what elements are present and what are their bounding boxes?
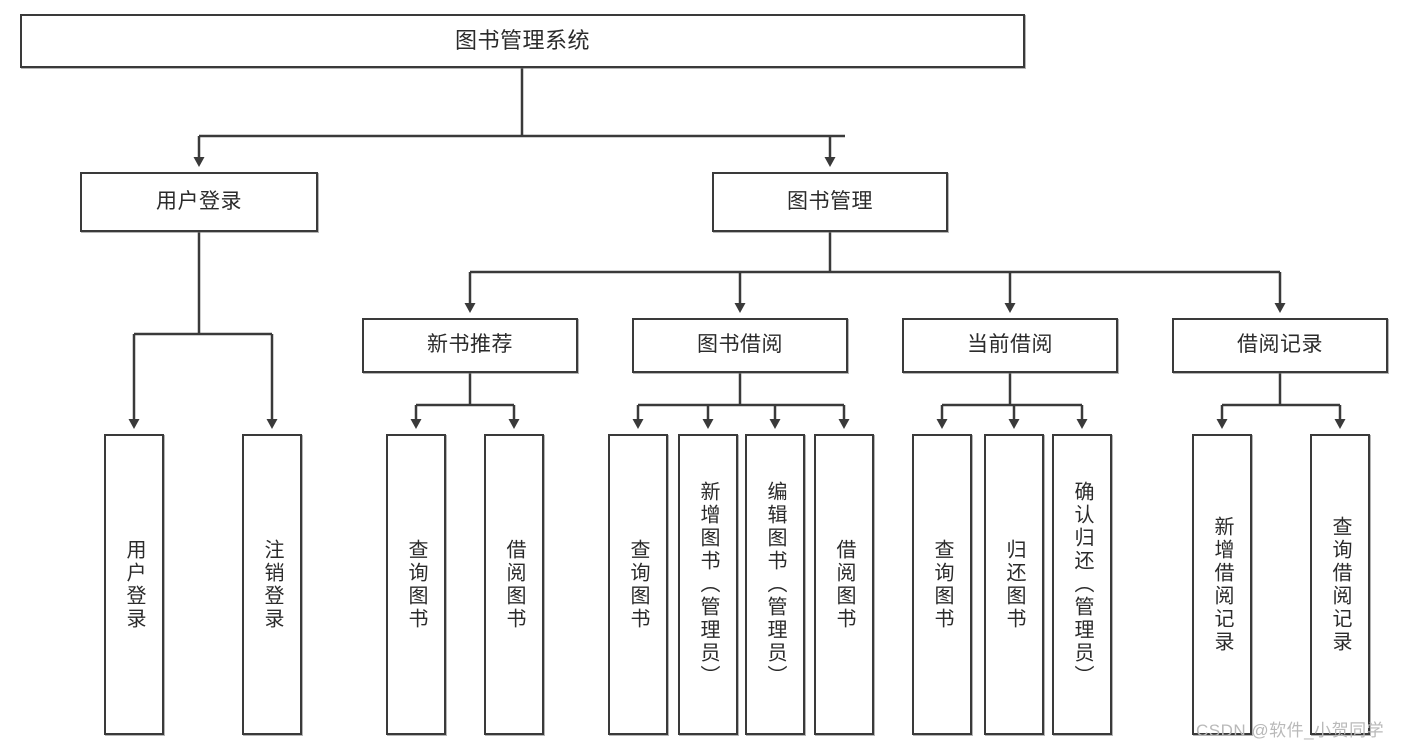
- leaf-node[interactable]: 新增借阅记录: [1192, 434, 1252, 735]
- csdn-watermark: CSDN @软件_小贺同学: [1196, 721, 1385, 740]
- leaf-node-label: 查询图书: [931, 538, 953, 631]
- node-book-borrow-label: 图书借阅: [697, 333, 783, 357]
- node-current-borrow[interactable]: 当前借阅: [902, 318, 1118, 373]
- leaf-node-label: 新增借阅记录: [1211, 515, 1233, 654]
- leaf-node-label: 编辑图书（管理员）: [764, 481, 786, 688]
- node-book-borrow[interactable]: 图书借阅: [632, 318, 848, 373]
- node-book-management[interactable]: 图书管理: [712, 172, 948, 232]
- node-book-management-label: 图书管理: [787, 189, 873, 213]
- leaf-node[interactable]: 查询图书: [912, 434, 972, 735]
- node-borrow-record-label: 借阅记录: [1237, 333, 1323, 357]
- node-user-login[interactable]: 用户登录: [80, 172, 318, 232]
- leaf-node-label: 借阅图书: [503, 538, 525, 631]
- leaf-node-label: 注销登录: [261, 538, 283, 631]
- node-root[interactable]: 图书管理系统: [20, 14, 1025, 68]
- leaf-node-label: 新增图书（管理员）: [697, 481, 719, 688]
- leaf-node-label: 查询图书: [627, 538, 649, 631]
- leaf-node[interactable]: 注销登录: [242, 434, 302, 735]
- leaf-node-label: 查询图书: [405, 538, 427, 631]
- leaf-node[interactable]: 归还图书: [984, 434, 1044, 735]
- leaf-node[interactable]: 查询图书: [608, 434, 668, 735]
- leaf-node[interactable]: 借阅图书: [484, 434, 544, 735]
- leaf-node[interactable]: 确认归还（管理员）: [1052, 434, 1112, 735]
- leaf-node[interactable]: 查询借阅记录: [1310, 434, 1370, 735]
- node-new-book-recommend[interactable]: 新书推荐: [362, 318, 578, 373]
- leaf-node-label: 用户登录: [123, 538, 145, 631]
- leaf-node-label: 借阅图书: [833, 538, 855, 631]
- leaf-node[interactable]: 查询图书: [386, 434, 446, 735]
- leaf-node[interactable]: 借阅图书: [814, 434, 874, 735]
- node-root-label: 图书管理系统: [454, 28, 590, 54]
- leaf-node[interactable]: 编辑图书（管理员）: [745, 434, 805, 735]
- node-user-login-label: 用户登录: [156, 189, 242, 213]
- node-current-borrow-label: 当前借阅: [967, 333, 1053, 357]
- leaf-node[interactable]: 用户登录: [104, 434, 164, 735]
- leaf-node-label: 归还图书: [1003, 538, 1025, 631]
- node-new-book-recommend-label: 新书推荐: [427, 333, 513, 357]
- leaf-node-label: 确认归还（管理员）: [1071, 481, 1093, 688]
- node-borrow-record[interactable]: 借阅记录: [1172, 318, 1388, 373]
- leaf-node[interactable]: 新增图书（管理员）: [678, 434, 738, 735]
- leaf-node-label: 查询借阅记录: [1329, 515, 1351, 654]
